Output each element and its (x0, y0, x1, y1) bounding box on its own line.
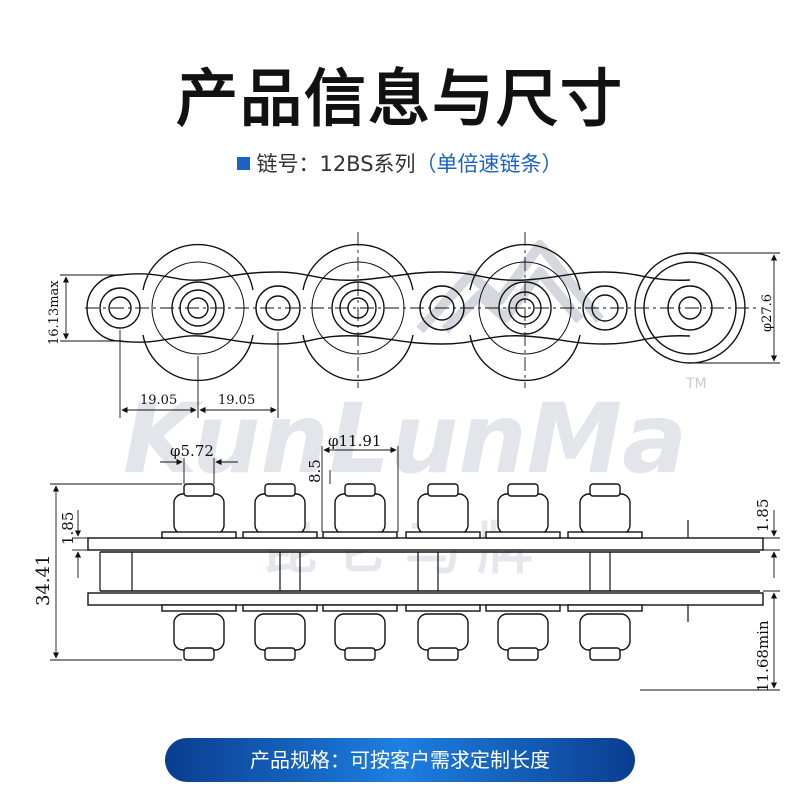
dim-inner-width: 11.68min (754, 620, 772, 692)
spec-banner-text: 产品规格：可按客户需求定制长度 (250, 748, 550, 772)
upper-rollers (161, 483, 643, 539)
dim-plate-thickness-right: 1.85 (754, 499, 772, 532)
chain-top-view (50, 446, 780, 691)
dim-bushing-diameter: φ11.91 (328, 432, 381, 450)
dim-roller-diameter: φ27.6 (760, 294, 775, 332)
lower-rollers (161, 604, 643, 661)
dim-overall-width: 34.41 (33, 554, 54, 606)
dim-pitch-1: 19.05 (140, 393, 177, 408)
chain-number-text: 链号：12BS系列 (256, 152, 416, 176)
dim-plate-thickness-left: 1.85 (59, 512, 77, 545)
page-title: 产品信息与尺寸 (175, 62, 624, 135)
bullet-square-icon (237, 157, 251, 170)
watermark-brand: KunLunMa (123, 383, 687, 495)
chain-number-line: 链号：12BS系列（单倍速链条） (0, 148, 800, 178)
watermark-tm: TM (685, 376, 707, 392)
chain-type-text: （单倍速链条） (415, 152, 563, 176)
chain-side-view (60, 232, 780, 418)
outer-plate-bottom (87, 592, 764, 606)
dim-height-max: 16.13max (47, 280, 62, 345)
dim-pin-diameter: φ5.72 (170, 442, 214, 460)
spec-banner: 产品规格：可按客户需求定制长度 (165, 738, 635, 782)
dim-pitch-2: 19.05 (218, 393, 255, 408)
roller-lobes (142, 243, 746, 382)
link-plate-outline (119, 271, 691, 345)
dim-offset: 8.5 (306, 459, 324, 483)
outer-plate-top (87, 537, 764, 551)
